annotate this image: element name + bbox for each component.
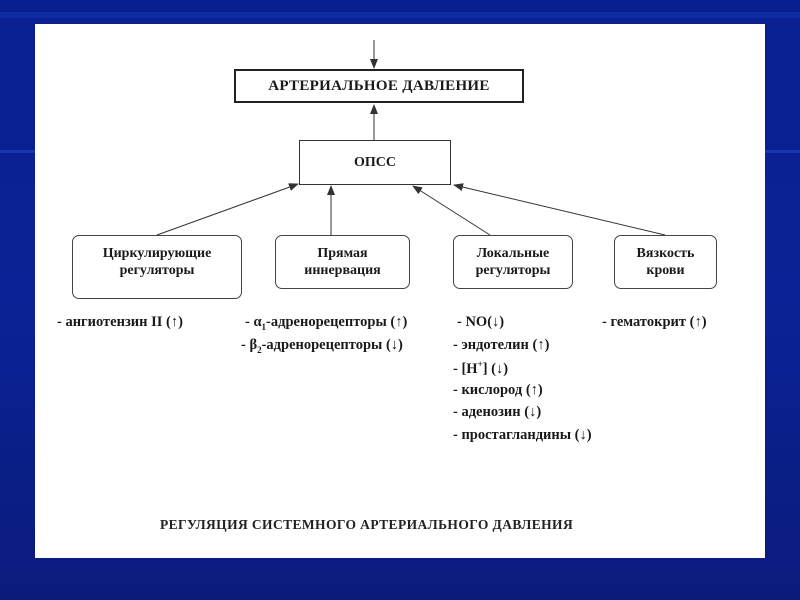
circulating-regulators-box: Циркулирующие регуляторы	[72, 235, 242, 299]
hydrogen-superscript: +	[477, 359, 483, 369]
endothelin-item: - эндотелин (↑)	[453, 337, 550, 353]
alpha-subscript: 1	[261, 321, 267, 332]
hydrogen-ion-item: - [H+] (↓)	[453, 359, 508, 378]
arrow-circulating-to-opss	[156, 183, 299, 236]
hematocrit-item: - гематокрит (↑)	[602, 314, 707, 330]
local-regulators-box: Локальные регуляторы	[453, 235, 573, 289]
circulating-regulators-line2: регуляторы	[119, 263, 195, 278]
prostaglandins-item: - простагландины (↓)	[453, 427, 592, 443]
direct-innervation-box: Прямая иннервация	[275, 235, 410, 289]
blood-viscosity-line2: крови	[646, 263, 685, 278]
beta-rest: -адренорецепторы (↓)	[261, 337, 403, 353]
local-regulators-line1: Локальные	[476, 246, 550, 261]
direct-innervation-line2: иннервация	[304, 263, 381, 278]
slide-panel: АРТЕРИАЛЬНОЕ ДАВЛЕНИЕ ОПСС Циркулирующие…	[35, 24, 765, 558]
opss-box: ОПСС	[299, 140, 451, 185]
hydrogen-prefix: - [H	[453, 360, 478, 377]
background-stripe	[0, 12, 800, 18]
local-regulators-line2: регуляторы	[475, 263, 551, 278]
adenosine-item: - аденозин (↓)	[453, 404, 542, 420]
alpha-prefix: - α	[245, 314, 262, 330]
opss-label: ОПСС	[354, 155, 396, 170]
direct-innervation-line1: Прямая	[317, 246, 368, 261]
arrow-viscosity-to-opss	[453, 183, 666, 236]
oxygen-item: - кислород (↑)	[453, 382, 543, 398]
circulating-regulators-line1: Циркулирующие	[102, 246, 212, 261]
blood-viscosity-line1: Вязкость	[636, 246, 695, 261]
no-item: - NO(↓)	[457, 314, 505, 330]
blood-viscosity-box: Вязкость крови	[614, 235, 717, 289]
angiotensin-item: - ангиотензин II (↑)	[57, 314, 183, 330]
arrow-local-to-opss	[412, 185, 491, 236]
arterial-pressure-box: АРТЕРИАЛЬНОЕ ДАВЛЕНИЕ	[234, 69, 524, 103]
hydrogen-rest: ] (↓)	[482, 360, 509, 377]
diagram-arrows	[156, 40, 666, 236]
alpha-rest: -адренорецепторы (↑)	[266, 314, 408, 330]
beta-adrenoreceptors-item: - β2-адренорецепторы (↓)	[241, 337, 403, 355]
arterial-pressure-label: АРТЕРИАЛЬНОЕ ДАВЛЕНИЕ	[268, 77, 490, 94]
alpha-adrenoreceptors-item: - α1-адренорецепторы (↑)	[245, 314, 407, 332]
beta-prefix: - β	[241, 337, 258, 353]
beta-subscript: 2	[257, 344, 262, 355]
diagram-caption: РЕГУЛЯЦИЯ СИСТЕМНОГО АРТЕРИАЛЬНОГО ДАВЛЕ…	[160, 517, 574, 532]
